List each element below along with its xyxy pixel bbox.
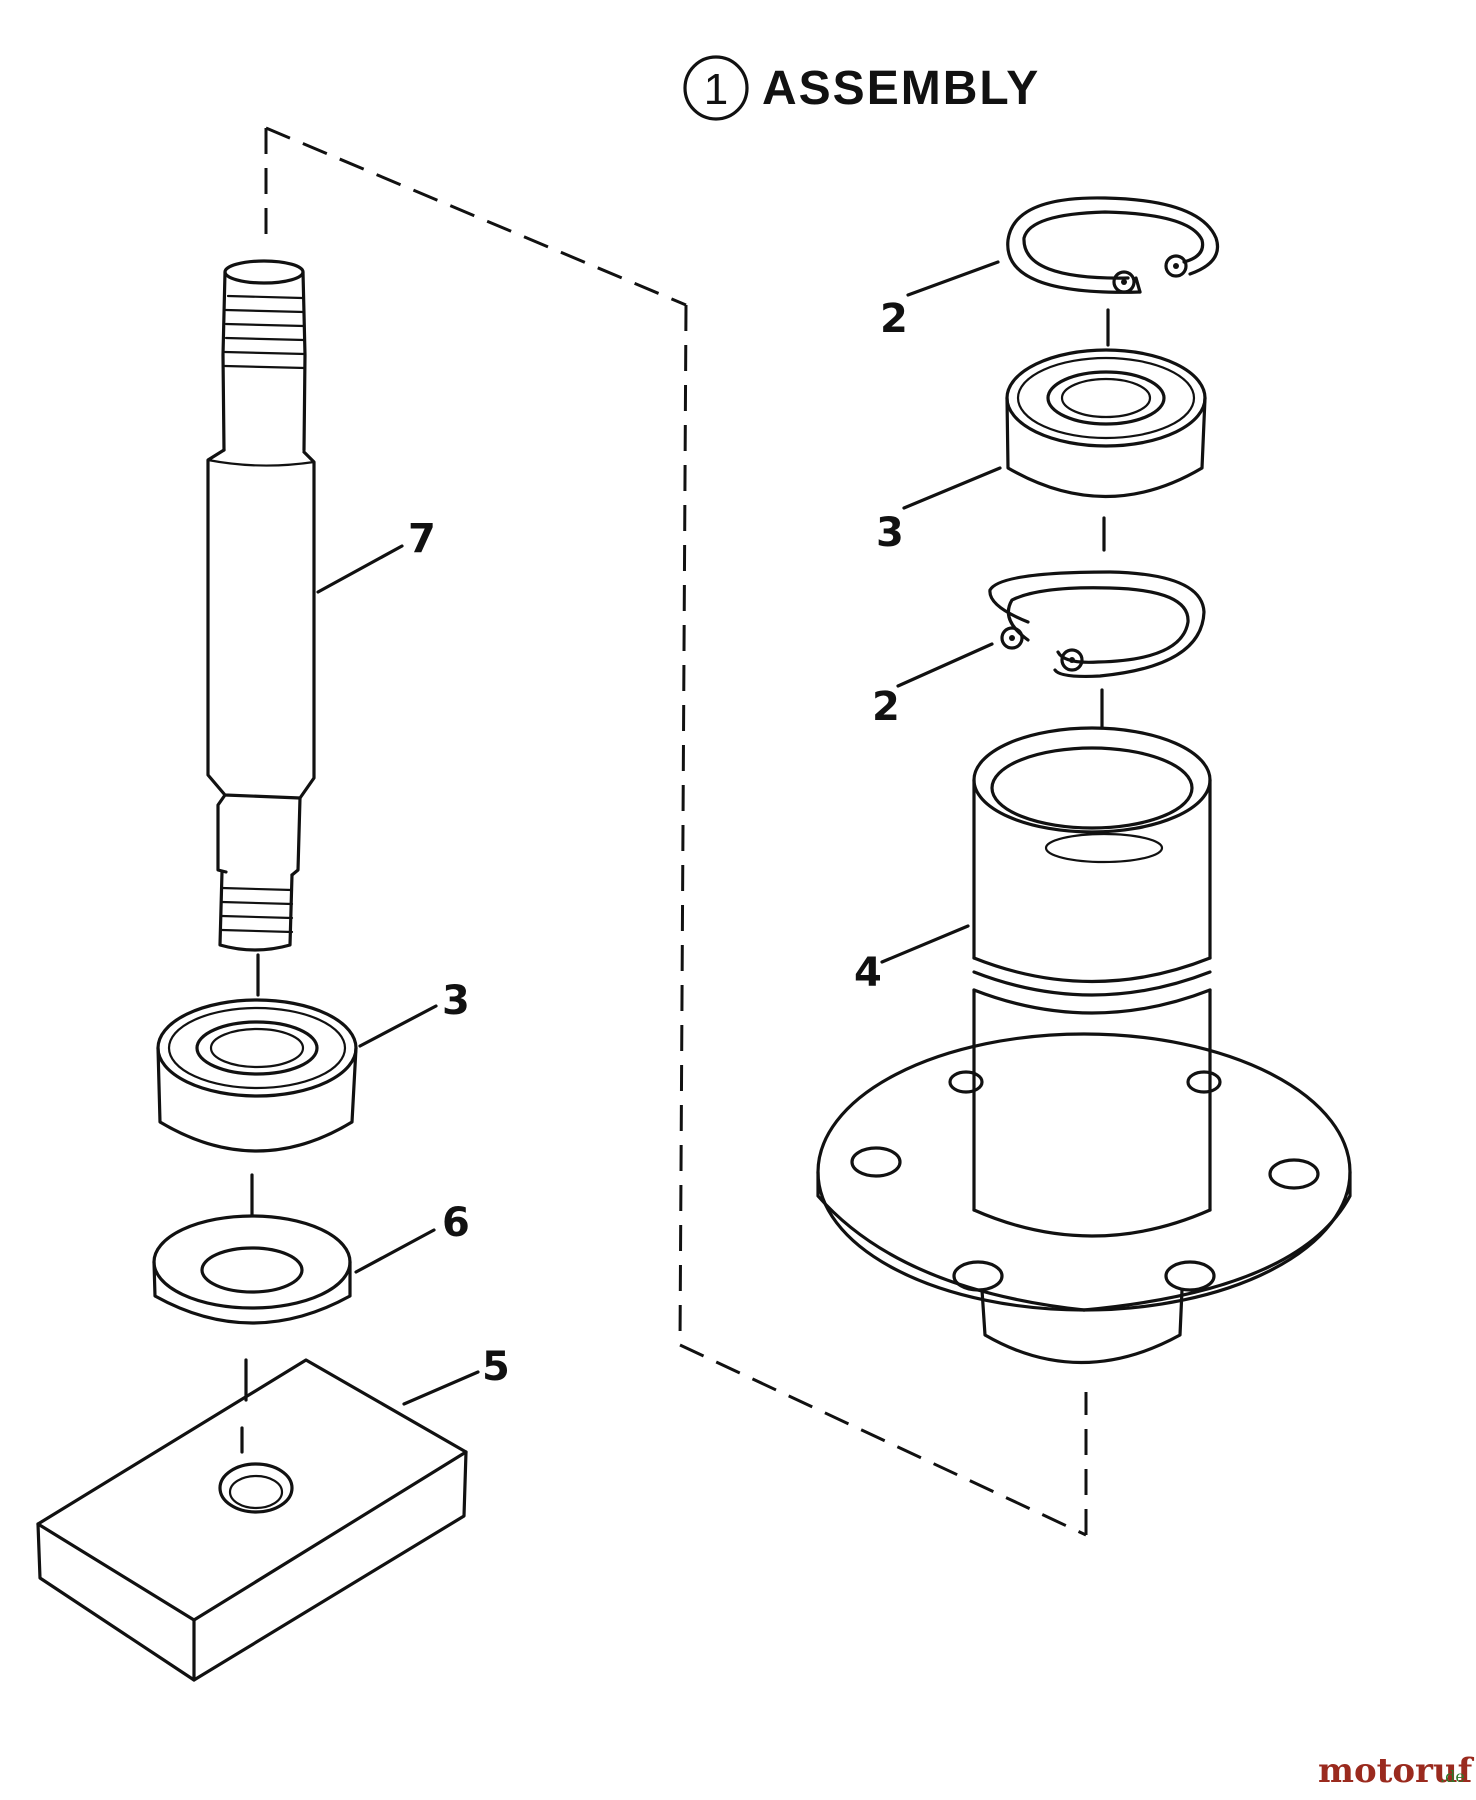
callout-6: 6 <box>442 1200 470 1246</box>
callout-3-left: 3 <box>442 978 470 1024</box>
leader-7 <box>316 544 404 594</box>
leader-3-left <box>358 1004 438 1048</box>
leader-4 <box>880 924 970 964</box>
assembly-title: 1 ASSEMBLY <box>683 55 1040 121</box>
callout-2-upper: 2 <box>880 296 908 342</box>
assembly-dash-outline <box>264 126 1088 1537</box>
leader-3-right <box>902 466 1002 510</box>
snap-ring-upper <box>1006 196 1219 294</box>
snap-ring-lower <box>988 570 1206 678</box>
spindle-housing <box>816 726 1352 1364</box>
callout-7: 7 <box>408 516 436 562</box>
spacer-washer <box>152 1214 352 1325</box>
title-number: 1 <box>704 65 728 114</box>
spindle-shaft <box>206 259 316 952</box>
watermark: motoruf .de <box>1318 1751 1475 1791</box>
title-text: ASSEMBLY <box>762 62 1040 115</box>
leader-6 <box>354 1228 436 1274</box>
leader-2-upper <box>906 260 1000 297</box>
leader-2-lower <box>896 642 994 688</box>
callout-4: 4 <box>854 950 882 996</box>
callout-3-right: 3 <box>876 510 904 556</box>
title-number-circle <box>683 55 749 121</box>
callout-5: 5 <box>482 1344 510 1390</box>
watermark-name: motoruf <box>1318 1751 1475 1791</box>
leader-5 <box>402 1370 480 1406</box>
block-plate <box>36 1358 468 1682</box>
right-axis-dashes <box>1100 308 1110 730</box>
bearing-right <box>1005 348 1207 498</box>
bearing-left <box>156 998 358 1153</box>
watermark-tld: .de <box>1440 1767 1465 1786</box>
left-axis-dashes <box>240 953 260 1454</box>
callout-2-lower: 2 <box>872 684 900 730</box>
leader-lines <box>316 260 1002 1406</box>
callout-labels: 7 2 3 2 3 4 6 5 <box>408 296 908 1390</box>
